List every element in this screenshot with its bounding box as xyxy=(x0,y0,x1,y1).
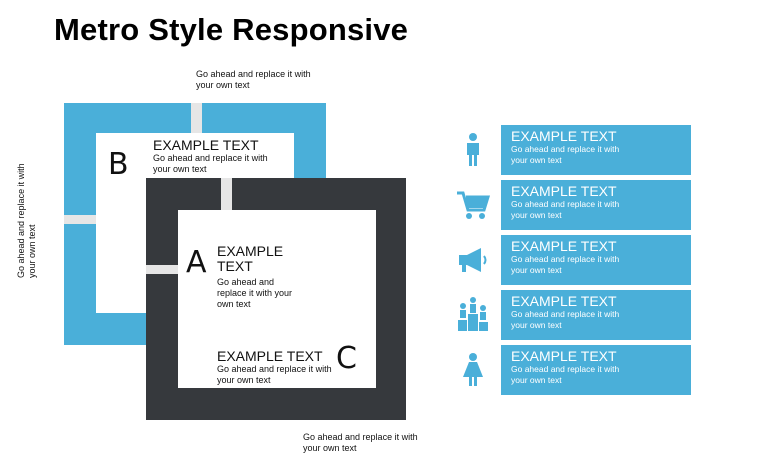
person-icon xyxy=(455,131,491,167)
list-card-body: Go ahead and replace it with your own te… xyxy=(511,364,681,385)
list-item: EXAMPLE TEXT Go ahead and replace it wit… xyxy=(455,125,691,175)
list-card-heading: EXAMPLE TEXT xyxy=(511,293,617,309)
letter-c: C xyxy=(336,341,357,376)
frame-c-left-gap xyxy=(146,265,178,274)
letter-b: B xyxy=(108,147,129,182)
list-card-body-line-1: Go ahead and replace it with xyxy=(511,309,620,319)
podium-winners-icon xyxy=(455,296,491,332)
list-card-body-line-2: your own text xyxy=(511,154,562,165)
list-card-heading: EXAMPLE TEXT xyxy=(511,238,617,254)
list-item: EXAMPLE TEXT Go ahead and replace it wit… xyxy=(455,290,691,340)
list-card: EXAMPLE TEXT Go ahead and replace it wit… xyxy=(501,180,691,230)
bottom-note: Go ahead and replace it with your own te… xyxy=(303,432,418,454)
box-b-body: Go ahead and replace it with your own te… xyxy=(153,153,268,175)
box-a-body-line-1: Go ahead and xyxy=(217,277,275,287)
box-a-heading-line-1: EXAMPLE xyxy=(217,243,284,259)
megaphone-icon xyxy=(455,241,491,277)
box-c-body-line-1: Go ahead and replace it with xyxy=(217,364,332,374)
top-note-line-2: your own text xyxy=(196,80,250,90)
list-card-body-line-1: Go ahead and replace it with xyxy=(511,199,620,209)
list-card: EXAMPLE TEXT Go ahead and replace it wit… xyxy=(501,290,691,340)
list-card-body: Go ahead and replace it with your own te… xyxy=(511,144,681,165)
letter-a: A xyxy=(186,245,207,280)
shopping-cart-icon xyxy=(455,186,491,222)
box-b-body-line-2: your own text xyxy=(153,164,207,174)
left-note-line-1: Go ahead and replace it with xyxy=(16,163,26,278)
frame-c-top-gap xyxy=(221,178,232,210)
box-b-heading: EXAMPLE TEXT xyxy=(153,137,259,153)
box-a-body-line-3: own text xyxy=(217,299,251,309)
list-card-body: Go ahead and replace it with your own te… xyxy=(511,254,681,275)
bottom-note-line-2: your own text xyxy=(303,443,357,453)
frame-b-left-gap xyxy=(64,215,96,224)
woman-icon xyxy=(455,351,491,387)
list-item: EXAMPLE TEXT Go ahead and replace it wit… xyxy=(455,180,691,230)
feature-list: EXAMPLE TEXT Go ahead and replace it wit… xyxy=(455,125,691,400)
top-note-line-1: Go ahead and replace it with xyxy=(196,69,311,79)
list-card-body-line-1: Go ahead and replace it with xyxy=(511,364,620,374)
box-c-heading: EXAMPLE TEXT xyxy=(217,348,323,364)
bottom-note-line-1: Go ahead and replace it with xyxy=(303,432,418,442)
list-card-body-line-1: Go ahead and replace it with xyxy=(511,254,620,264)
list-card-heading: EXAMPLE TEXT xyxy=(511,128,617,144)
frame-b-top-gap xyxy=(191,103,202,133)
box-c-body-line-2: your own text xyxy=(217,375,271,385)
box-b-body-line-1: Go ahead and replace it with xyxy=(153,153,268,163)
list-card-heading: EXAMPLE TEXT xyxy=(511,348,617,364)
list-card: EXAMPLE TEXT Go ahead and replace it wit… xyxy=(501,345,691,395)
left-note-line-2: your own text xyxy=(27,224,37,278)
list-card-body: Go ahead and replace it with your own te… xyxy=(511,199,681,220)
list-card-body-line-2: your own text xyxy=(511,374,562,385)
box-a-heading-line-2: TEXT xyxy=(217,258,253,274)
list-card-body-line-2: your own text xyxy=(511,319,562,330)
box-a-body-line-2: replace it with your xyxy=(217,288,293,298)
page-title: Metro Style Responsive xyxy=(54,12,409,47)
list-item: EXAMPLE TEXT Go ahead and replace it wit… xyxy=(455,235,691,285)
list-card-body-line-2: your own text xyxy=(511,209,562,220)
list-card: EXAMPLE TEXT Go ahead and replace it wit… xyxy=(501,125,691,175)
list-card-body-line-1: Go ahead and replace it with xyxy=(511,144,620,154)
list-card: EXAMPLE TEXT Go ahead and replace it wit… xyxy=(501,235,691,285)
list-item: EXAMPLE TEXT Go ahead and replace it wit… xyxy=(455,345,691,395)
frame-c-inner xyxy=(178,210,376,388)
top-note: Go ahead and replace it with your own te… xyxy=(196,69,311,91)
left-note: Go ahead and replace it with your own te… xyxy=(16,163,38,278)
list-card-body: Go ahead and replace it with your own te… xyxy=(511,309,681,330)
box-c-body: Go ahead and replace it with your own te… xyxy=(217,364,332,386)
list-card-heading: EXAMPLE TEXT xyxy=(511,183,617,199)
list-card-body-line-2: your own text xyxy=(511,264,562,275)
box-a-body: Go ahead and replace it with your own te… xyxy=(217,277,292,310)
box-a-heading: EXAMPLE TEXT xyxy=(217,244,283,274)
